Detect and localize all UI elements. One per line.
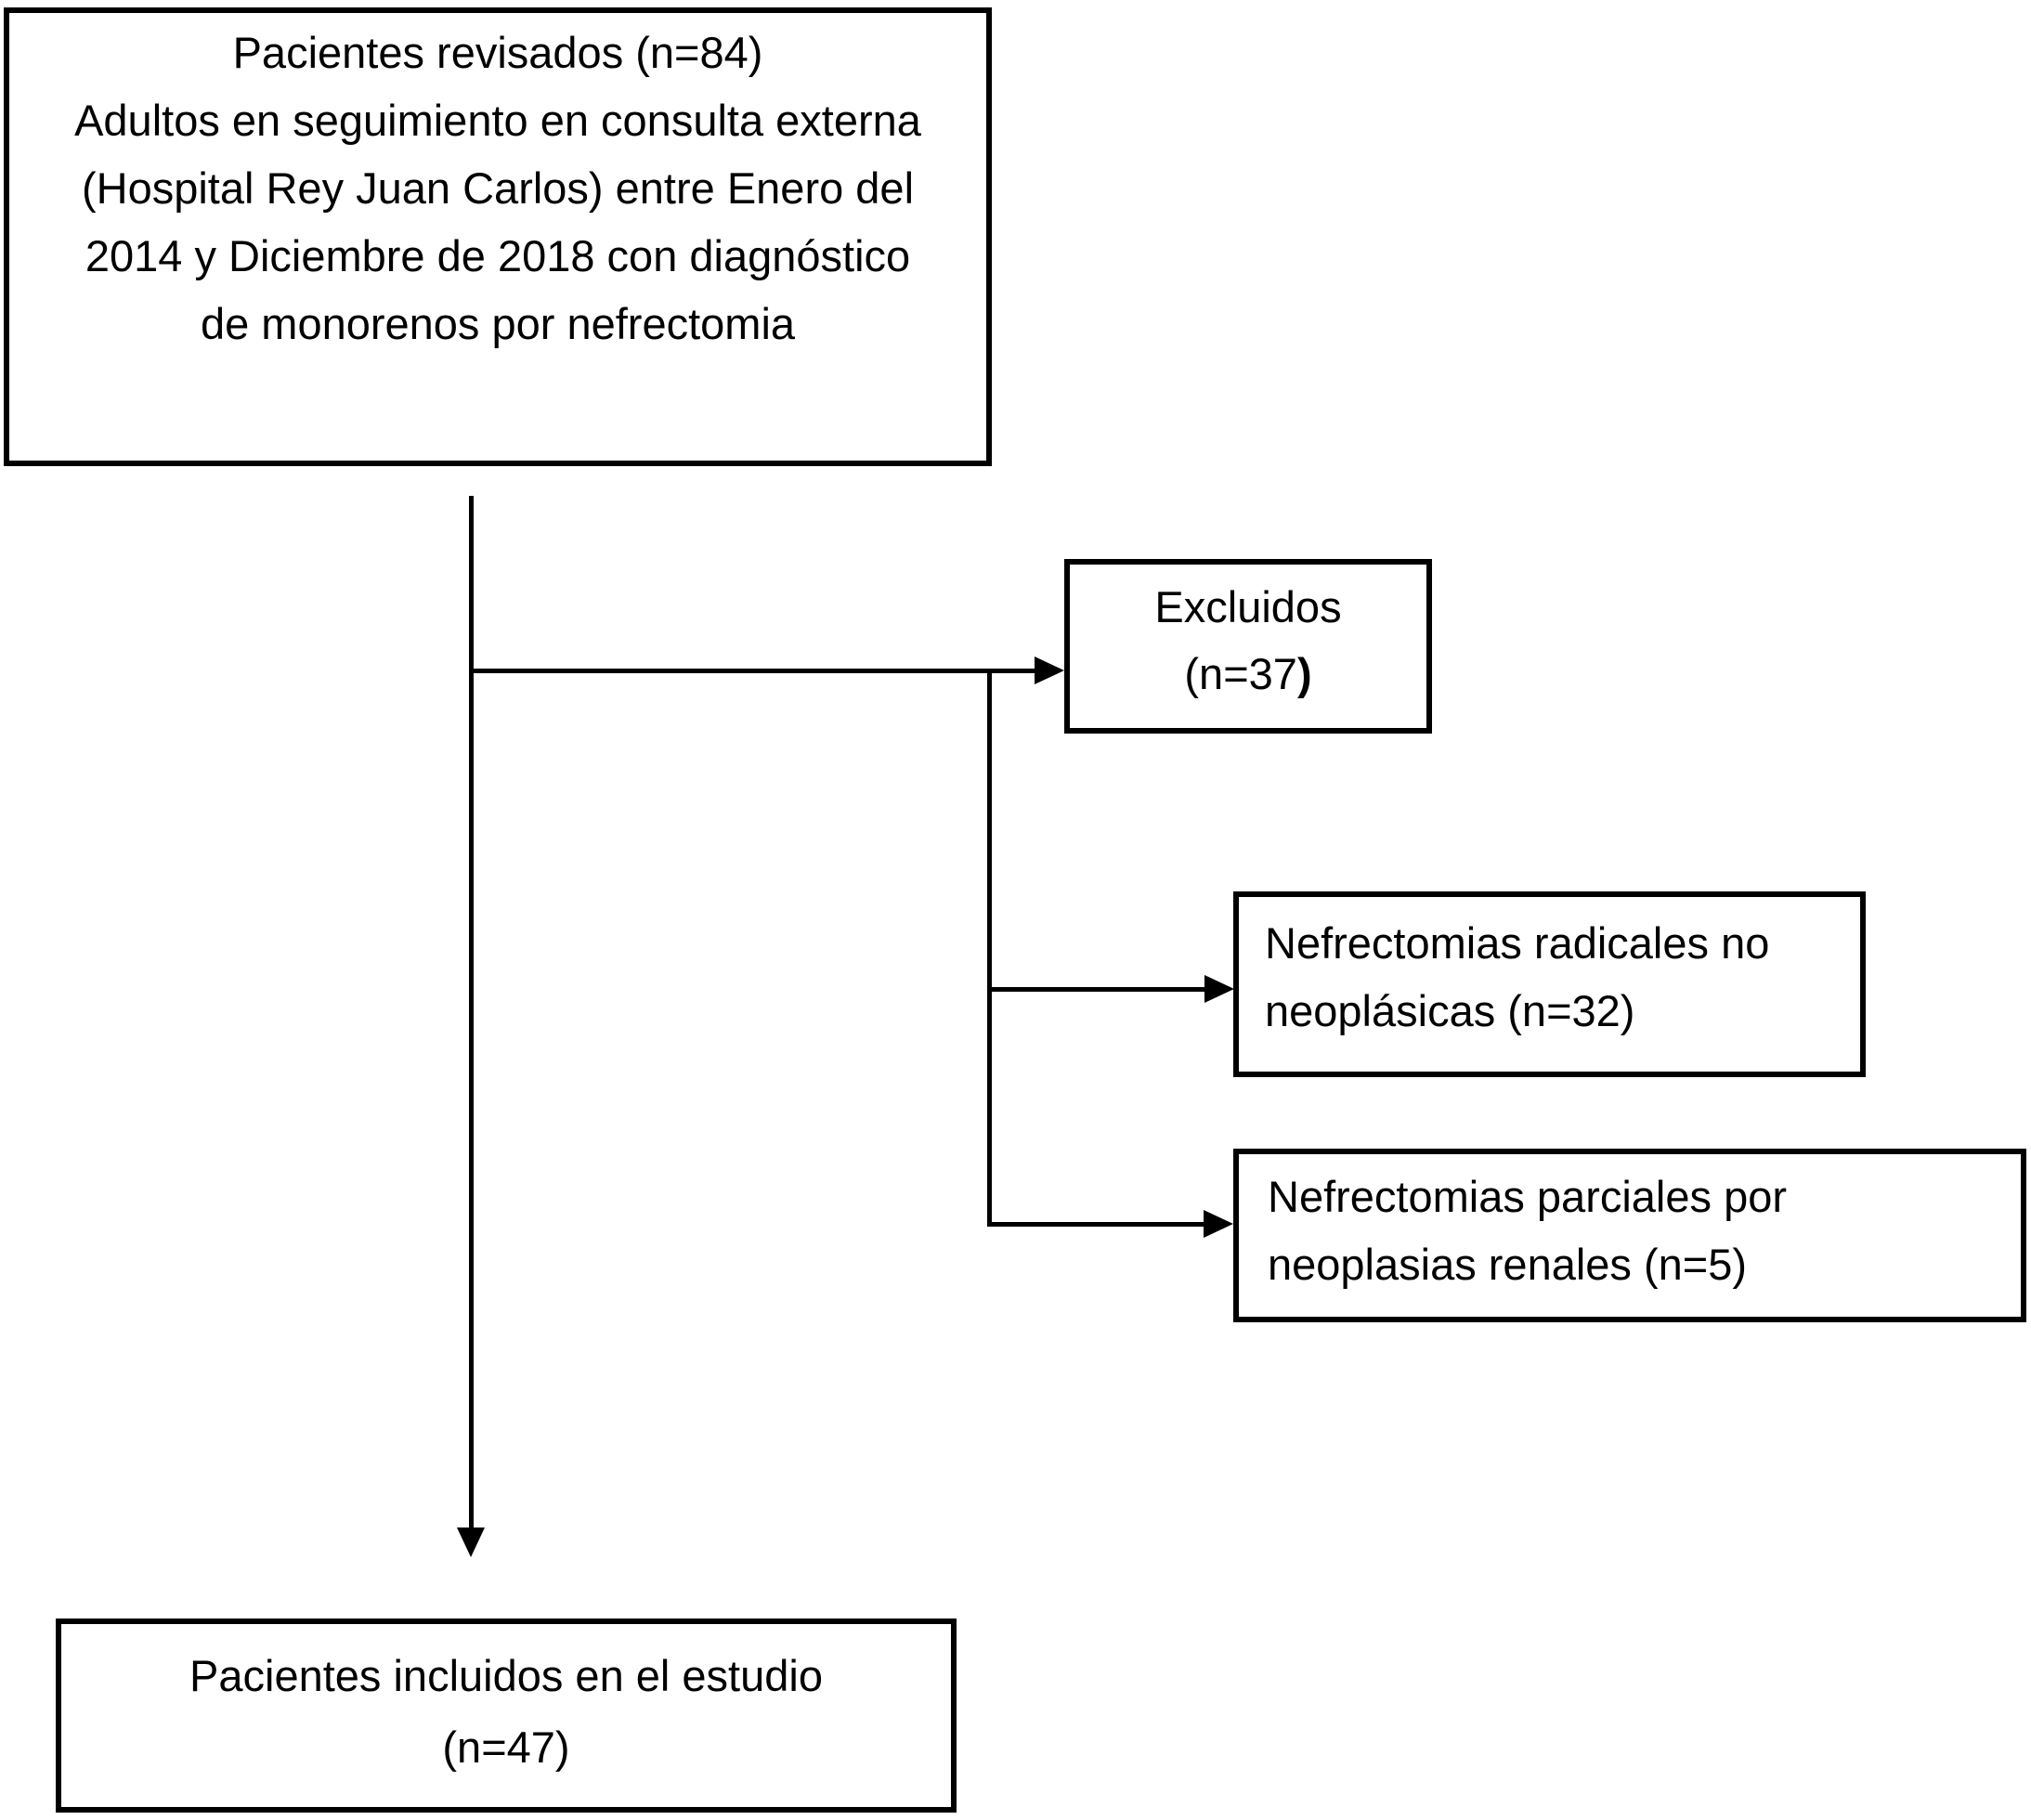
reviewed-line-4: 2014 y Diciembre de 2018 con diagnóstico	[85, 231, 911, 280]
excluded-count: (n=37)	[1070, 641, 1426, 708]
partial-line-1: Nefrectomias parciales por	[1268, 1172, 1787, 1221]
box-excluded: Excluidos (n=37)	[1064, 559, 1432, 734]
reviewed-line-3: (Hospital Rey Juan Carlos) entre Enero d…	[81, 163, 915, 213]
connector-branch-vertical-line	[987, 669, 992, 1227]
excluded-count-main: (n=37	[1184, 649, 1297, 698]
radical-line-2: neoplásicas (n=32)	[1265, 986, 1635, 1035]
connector-radical-horizontal-line	[987, 987, 1204, 992]
reviewed-line-1: Pacientes revisados (n=84)	[232, 28, 763, 77]
arrowhead-right-radical-icon	[1204, 975, 1234, 1003]
reviewed-line-2: Adultos en seguimiento en consulta exter…	[74, 96, 921, 145]
arrowhead-down-icon	[457, 1528, 485, 1557]
box-partial-nephrectomies: Nefrectomias parciales por neoplasias re…	[1233, 1149, 2026, 1322]
partial-line-2: neoplasias renales (n=5)	[1268, 1240, 1748, 1289]
connector-partial-horizontal-line	[987, 1222, 1204, 1227]
box-radical-nephrectomies: Nefrectomias radicales no neoplásicas (n…	[1233, 891, 1866, 1077]
connector-main-vertical-line	[469, 496, 474, 1529]
excluded-title: Excluidos	[1154, 582, 1342, 631]
box-patients-reviewed: Pacientes revisados (n=84) Adultos en se…	[4, 7, 992, 466]
included-line-2: (n=47)	[442, 1722, 570, 1772]
connector-excluded-horizontal-line	[471, 669, 1035, 673]
included-line-1: Pacientes incluidos en el estudio	[189, 1651, 823, 1700]
reviewed-line-5: de monorenos por nefrectomia	[200, 299, 796, 348]
radical-line-1: Nefrectomias radicales no	[1265, 918, 1770, 968]
arrowhead-right-excluded-icon	[1035, 656, 1064, 684]
arrowhead-right-partial-icon	[1204, 1210, 1233, 1238]
box-patients-included: Pacientes incluidos en el estudio (n=47)	[56, 1618, 957, 1813]
excluded-count-close-paren: )	[1296, 649, 1312, 698]
